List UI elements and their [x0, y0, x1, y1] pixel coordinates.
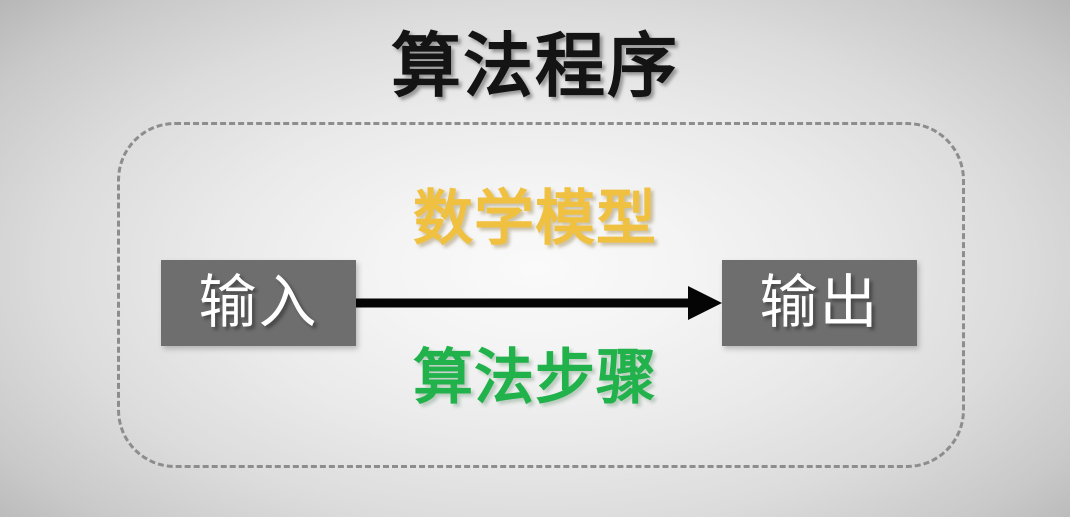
node-input: 输入 — [161, 260, 356, 346]
arrow-right-icon — [356, 286, 722, 320]
annotation-algorithm-steps: 算法步骤 — [413, 344, 657, 411]
dashed-process-container — [117, 122, 965, 468]
arrow-head — [688, 286, 722, 320]
node-input-label: 输入 — [198, 270, 319, 335]
node-output-label: 输出 — [759, 270, 880, 335]
node-output: 输出 — [722, 260, 917, 346]
annotation-math-model: 数学模型 — [413, 185, 657, 252]
page-title: 算法程序 — [391, 27, 679, 105]
